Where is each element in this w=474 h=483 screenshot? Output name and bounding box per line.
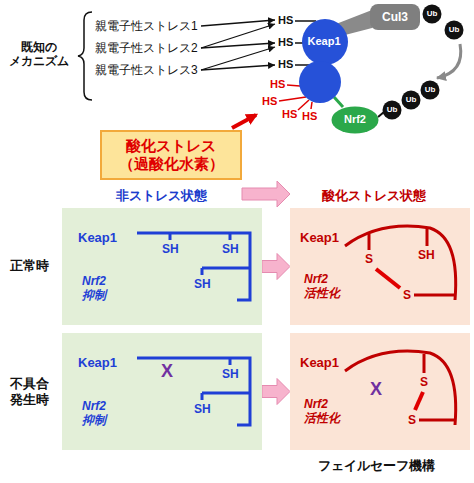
cul3-box: Cul3 — [370, 4, 420, 30]
oxidative-arrow — [232, 115, 256, 128]
annotation-label: 親電子性ストレス1 — [95, 19, 198, 33]
node-text: Nrf2 抑制 — [82, 399, 118, 428]
shape-outline — [298, 18, 350, 104]
annotation-label: HS — [278, 58, 293, 71]
node-text: Ub — [427, 9, 438, 19]
node-text: Nrf2 抑制 — [82, 274, 118, 303]
block-arrow — [242, 181, 290, 207]
node-text: Ub — [425, 85, 436, 95]
keap1-structure — [62, 333, 262, 450]
ubiquitin-circle: Ub — [444, 20, 464, 40]
node-text: 酸化ストレス （過酸化水素） — [107, 137, 235, 173]
nrf2-ellipse: Nrf2 — [331, 106, 379, 134]
node-text: SH — [162, 242, 179, 256]
node-text: SH — [222, 242, 239, 256]
node-text: Keap1 — [300, 230, 339, 246]
ubiquitin-circle: Ub — [401, 90, 421, 110]
keap1-lobe — [299, 61, 341, 103]
annotation-label: 酸化ストレス状態 — [322, 188, 426, 204]
node-text: Keap1 — [78, 230, 117, 246]
node-text: Nrf2 活性化 — [304, 272, 344, 301]
node-text: Ub — [406, 95, 417, 105]
node-text: Keap1 — [78, 355, 117, 371]
annotation-label: 既知の メカニズム — [6, 40, 72, 69]
annotation-label: 正常時 — [10, 258, 49, 274]
node-text: SH — [418, 248, 435, 262]
node-text: S — [408, 413, 416, 427]
state-panel: Keap1S SH S Nrf2 活性化 — [290, 208, 470, 325]
stress-arrows — [201, 20, 275, 70]
keap1-structure — [62, 208, 262, 325]
annotation-label: 非ストレス状態 — [116, 188, 207, 204]
node-text: Keap1 — [300, 355, 339, 371]
node-text: S — [365, 252, 373, 266]
annotation-label: フェイルセーフ機構 — [318, 458, 435, 474]
circle-fill — [421, 81, 440, 100]
annotation-label: HS — [282, 108, 297, 121]
node-text: SH — [194, 402, 211, 416]
node-text: Ub — [387, 105, 398, 115]
stress-box: 酸化ストレス （過酸化水素） — [100, 130, 242, 180]
state-arrow — [242, 181, 290, 207]
node-text: X — [370, 379, 382, 401]
circle-fill — [402, 91, 421, 110]
annotation-label: 親電子性ストレス2 — [95, 41, 198, 55]
annotation-label: 親電子性ストレス3 — [95, 63, 198, 77]
circle-fill — [445, 21, 464, 40]
annotation-label: HS — [270, 78, 285, 91]
node-text: S — [403, 288, 411, 302]
brace — [78, 12, 92, 100]
circle-fill — [383, 101, 402, 120]
state-panel: Keap1X S S Nrf2 活性化 — [290, 333, 470, 450]
node-text: Keap1 — [298, 35, 350, 48]
node-text: SH — [194, 277, 211, 291]
ubiquitin-circle: Ub — [382, 100, 402, 120]
state-panel: Keap1SH SH SH Nrf2 抑制 — [62, 208, 262, 325]
keap1-structure — [290, 208, 470, 325]
annotation-label: HS — [262, 95, 277, 108]
node-text: SH — [222, 367, 239, 381]
ubiquitin-circle: Ub — [420, 80, 440, 100]
node-text: Ub — [449, 25, 460, 35]
ubiquitin-circle: Ub — [422, 4, 442, 24]
annotation-label: HS — [278, 36, 293, 49]
block-arrow — [262, 254, 290, 280]
nrf2-binding-hook — [334, 97, 343, 107]
annotation-label: HS — [278, 14, 293, 27]
ub-transfer-arrow — [437, 44, 461, 78]
ellipse-fill — [332, 107, 379, 134]
keap1-shape: Keap1 — [298, 18, 350, 104]
node-text: X — [161, 361, 173, 383]
node-text: Cul3 — [382, 10, 408, 24]
node-text: S — [420, 375, 428, 389]
block-arrow — [262, 379, 290, 405]
annotation-label: 不具合 発生時 — [10, 376, 55, 407]
node-text: Nrf2 — [344, 113, 366, 126]
state-panel: Keap1 X SH SH Nrf2 抑制 — [62, 333, 262, 450]
circle-fill — [423, 5, 442, 24]
state-arrow — [262, 254, 290, 280]
state-arrow — [262, 379, 290, 405]
node-text: Nrf2 活性化 — [304, 397, 344, 426]
annotation-label: HS — [302, 110, 317, 123]
